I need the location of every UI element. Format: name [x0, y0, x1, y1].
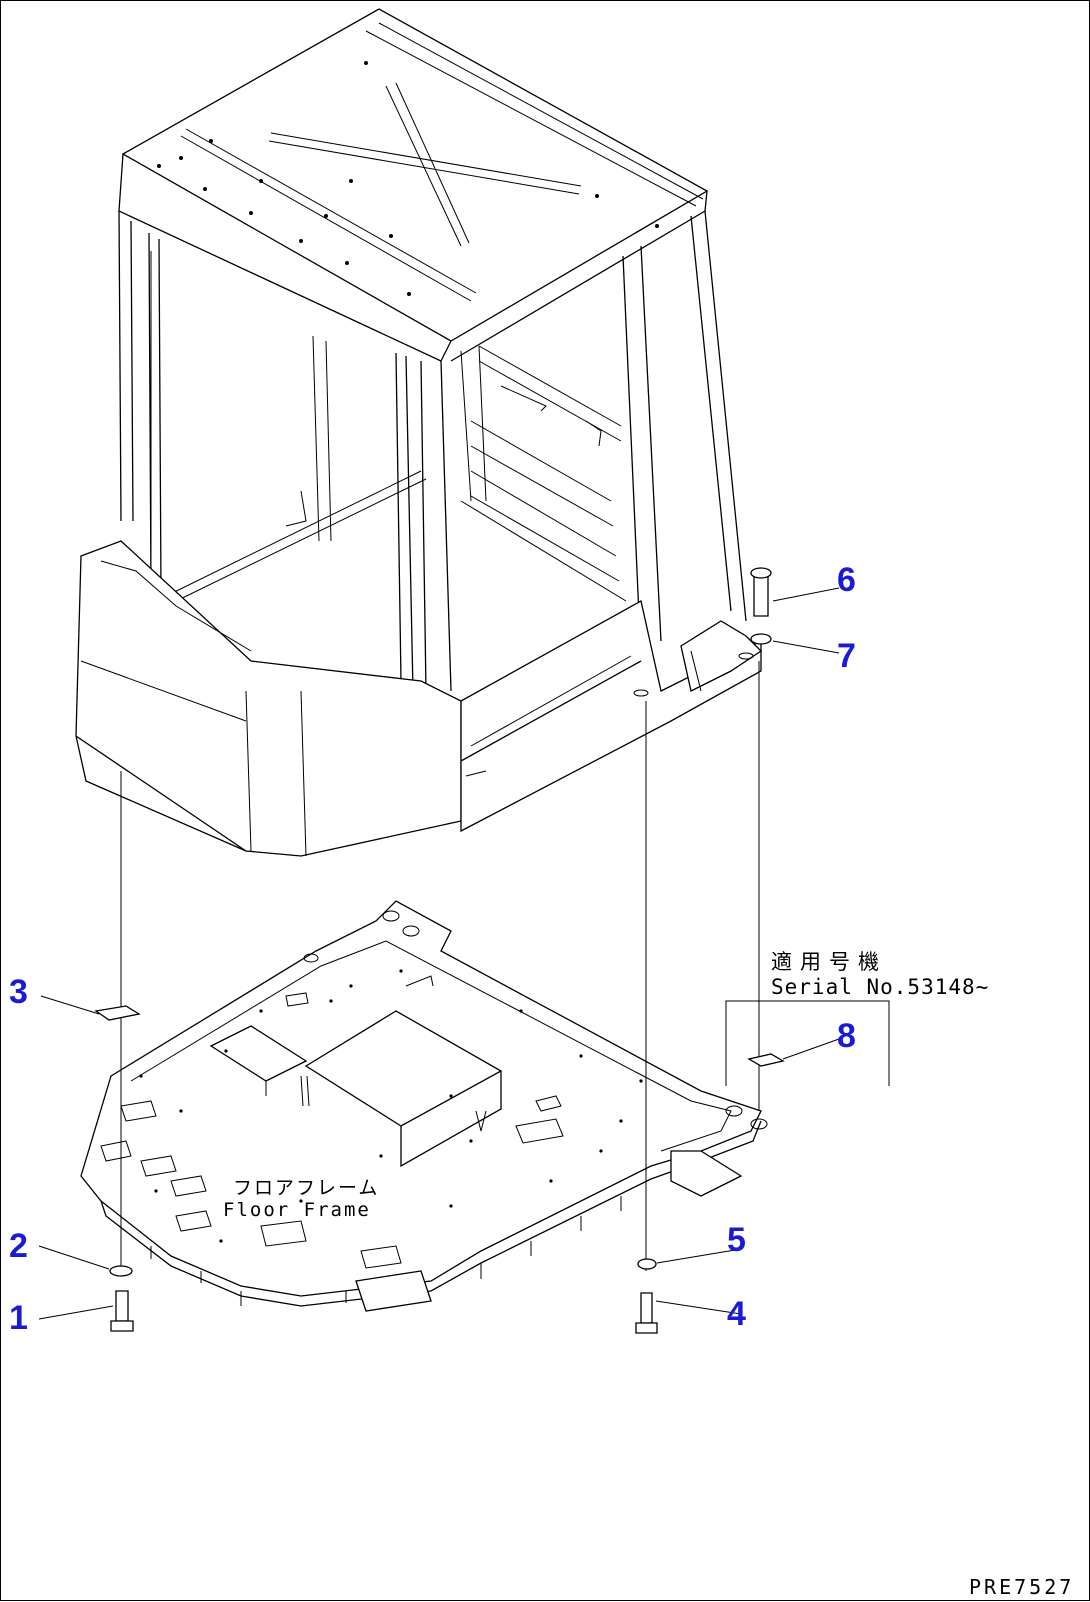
floor-frame — [80, 900, 768, 1312]
callout-2: 2 — [9, 1227, 28, 1265]
leader-lines — [38, 587, 890, 1320]
callout-4: 4 — [727, 1295, 746, 1333]
serial-note-en: Serial No.53148~ — [771, 975, 990, 999]
floor-frame-label-jp: フロアフレーム — [233, 1177, 380, 1199]
operator-cab — [75, 8, 763, 857]
floor-frame-label-en: Floor Frame — [223, 1199, 371, 1221]
callout-8: 8 — [837, 1017, 856, 1055]
assembly-lines — [120, 661, 760, 1271]
callout-6: 6 — [837, 561, 856, 599]
callout-5: 5 — [727, 1221, 746, 1259]
callout-7: 7 — [837, 637, 856, 675]
callout-1: 1 — [9, 1299, 28, 1337]
fasteners — [94, 567, 785, 1334]
drawing-id: PRE7527 — [969, 1575, 1075, 1599]
callout-3: 3 — [9, 973, 28, 1011]
serial-note-jp: 適用号機 — [771, 950, 887, 974]
